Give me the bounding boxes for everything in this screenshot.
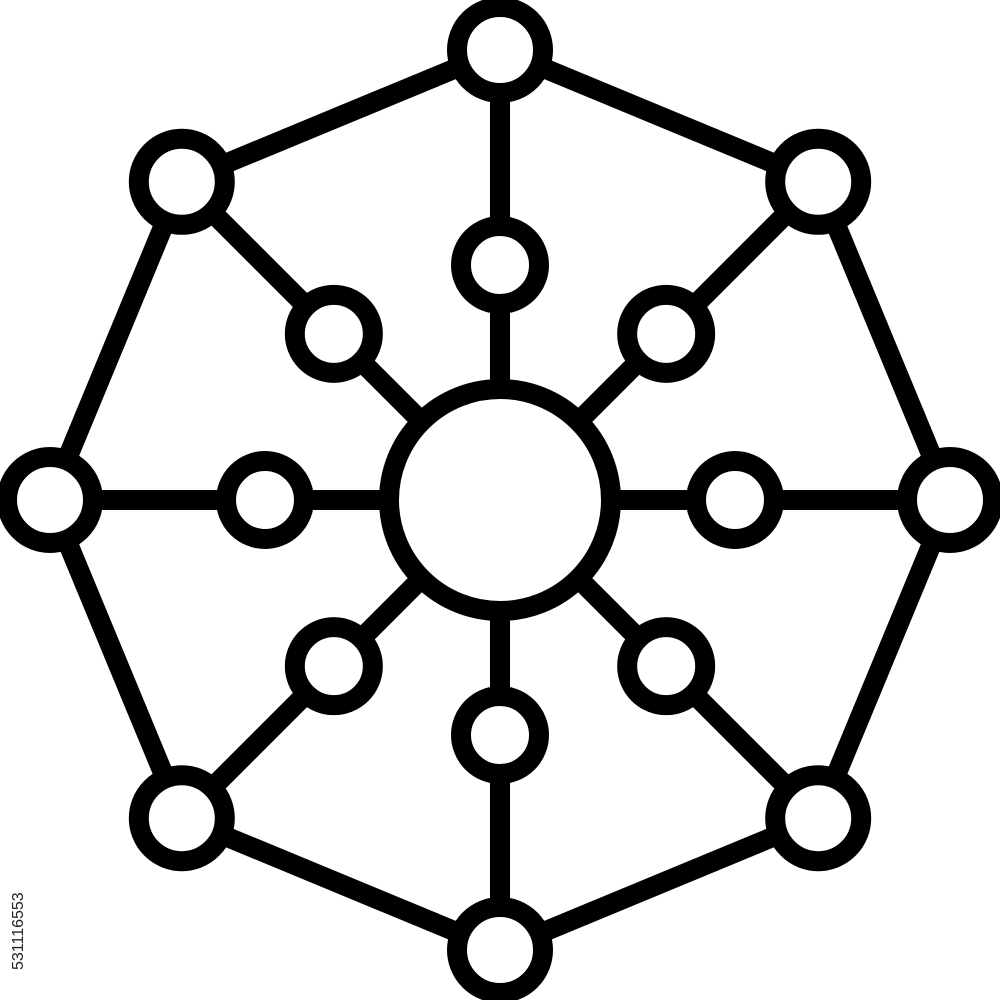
outer-node xyxy=(128,128,235,235)
perimeter-edge xyxy=(808,490,960,829)
central-hub-node xyxy=(379,379,621,621)
mid-node xyxy=(686,451,784,549)
mid-node xyxy=(216,451,314,549)
outer-node xyxy=(765,128,872,235)
perimeter-edge xyxy=(171,808,510,960)
perimeter-edge xyxy=(171,40,510,192)
outer-node xyxy=(0,447,103,553)
mid-node xyxy=(451,216,549,314)
outer-node xyxy=(765,765,872,872)
mid-node xyxy=(284,617,383,716)
outer-node xyxy=(897,447,1000,553)
mid-node xyxy=(617,284,716,383)
perimeter-edge xyxy=(490,808,829,960)
outer-node xyxy=(447,0,553,103)
mid-node xyxy=(617,617,716,716)
outer-node xyxy=(447,897,553,1000)
perimeter-edge xyxy=(40,171,192,510)
perimeter-edge xyxy=(490,40,829,192)
mid-node xyxy=(451,686,549,784)
outer-node xyxy=(128,765,235,872)
mid-node xyxy=(284,284,383,383)
stock-id-text: 531116553 xyxy=(10,892,27,970)
perimeter-edge xyxy=(40,490,192,829)
perimeter-edge xyxy=(808,171,960,510)
stock-id-watermark: 531116553 xyxy=(8,772,30,972)
